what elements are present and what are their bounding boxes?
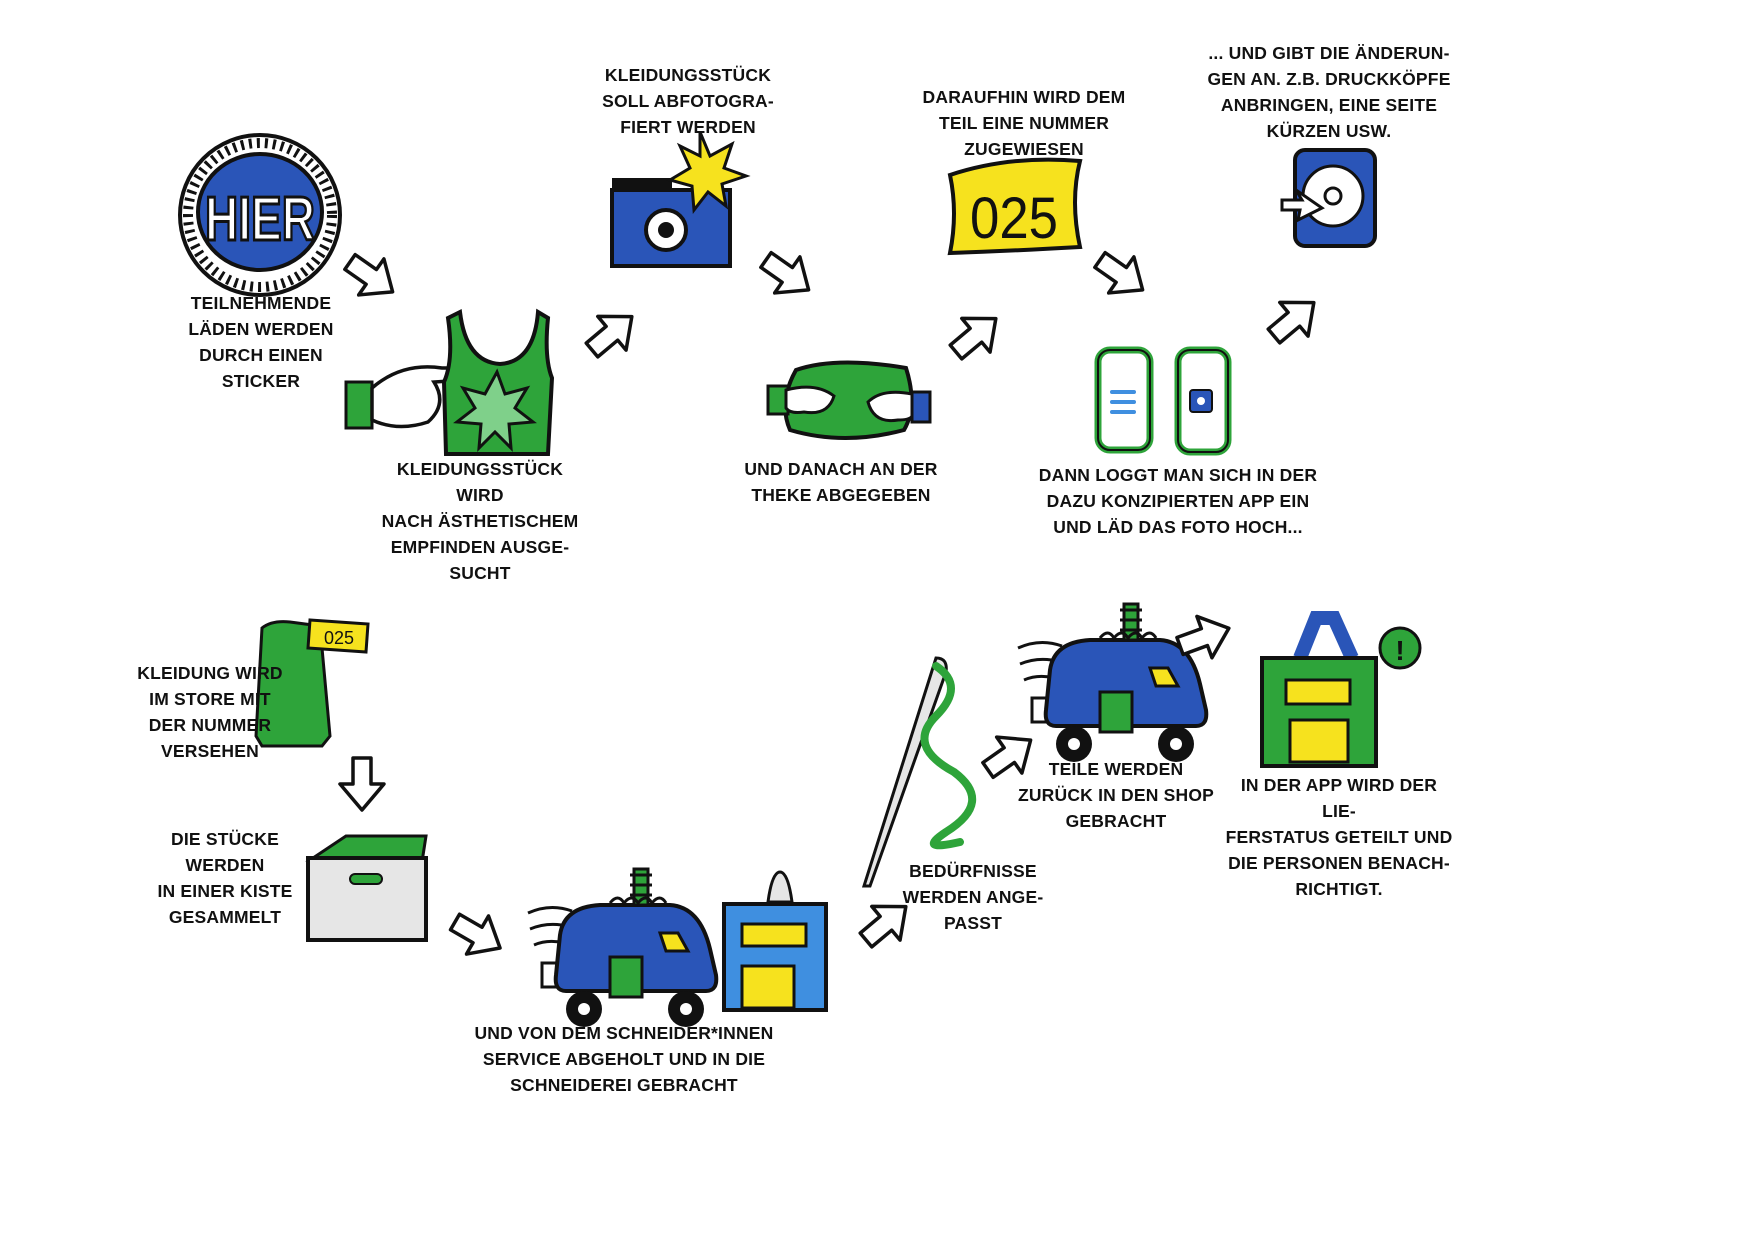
- hier-sticker-icon: HIER: [178, 133, 342, 297]
- return-car-icon: [1016, 602, 1209, 764]
- garment-tag-text: 025: [324, 628, 354, 648]
- arrow-6: [1258, 283, 1330, 355]
- arrow-8: [442, 901, 513, 969]
- arrow-1: [335, 242, 407, 312]
- caption-box: DIE STÜCKE WERDEN IN EINER KISTE GESAMME…: [157, 829, 293, 927]
- arrow-2: [576, 297, 648, 369]
- alert-text: !: [1395, 635, 1404, 666]
- alert-icon: !: [1378, 626, 1422, 670]
- arrow-3: [751, 240, 823, 310]
- app-icon: [1280, 148, 1377, 248]
- pickup-car-icon: [526, 867, 719, 1029]
- caption-number: DARAUFHIN WIRD DEM TEIL EINE NUMMER ZUGE…: [922, 87, 1126, 159]
- arrow-7: [338, 756, 386, 812]
- caption-changes: ... UND GIBT DIE ÄNDERUN- GEN AN. Z.B. D…: [1207, 43, 1451, 141]
- caption-notify: IN DER APP WIRD DER LIE- FERSTATUS GETEI…: [1225, 775, 1453, 899]
- arrow-4: [940, 299, 1012, 371]
- caption-pickup: UND VON DEM SCHNEIDER*INNEN SERVICE ABGE…: [474, 1023, 774, 1095]
- phones-icon: [1094, 346, 1232, 456]
- arrow-5: [1085, 240, 1157, 310]
- tagged-garment-icon: 025: [254, 618, 370, 748]
- green-top-icon: [441, 308, 555, 456]
- camera-icon: [610, 131, 751, 268]
- caption-counter: UND DANACH AN DER THEKE ABGEGEBEN: [744, 459, 938, 505]
- caption-photo: KLEIDUNGSSTÜCK SOLL ABFOTOGRA- FIERT WER…: [602, 65, 774, 137]
- tailor-shop-icon: [722, 870, 828, 1012]
- collection-box-icon: [305, 834, 428, 942]
- folded-garment-icon: [766, 360, 932, 440]
- needle-thread-icon: [861, 656, 976, 888]
- caption-select: KLEIDUNGSSTÜCK WIRD NACH ÄSTHETISCHEM EM…: [381, 459, 579, 583]
- number-tag-text: 025: [970, 186, 1058, 251]
- caption-adjust: BEDÜRFNISSE WERDEN ANGE- PASST: [902, 861, 1044, 933]
- caption-label: KLEIDUNG WIRD IM STORE MIT DER NUMMER VE…: [137, 663, 283, 761]
- caption-return: TEILE WERDEN ZURÜCK IN DEN SHOP GEBRACHT: [1017, 759, 1215, 831]
- caption-sticker: TEILNEHMENDE LÄDEN WERDEN DURCH EINEN ST…: [188, 293, 334, 391]
- caption-app: DANN LOGGT MAN SICH IN DER DAZU KONZIPIE…: [1038, 465, 1318, 537]
- number-tag-icon: 025: [947, 157, 1083, 256]
- shop-building-icon: [1260, 611, 1378, 768]
- hier-sticker-text: HIER: [205, 185, 315, 254]
